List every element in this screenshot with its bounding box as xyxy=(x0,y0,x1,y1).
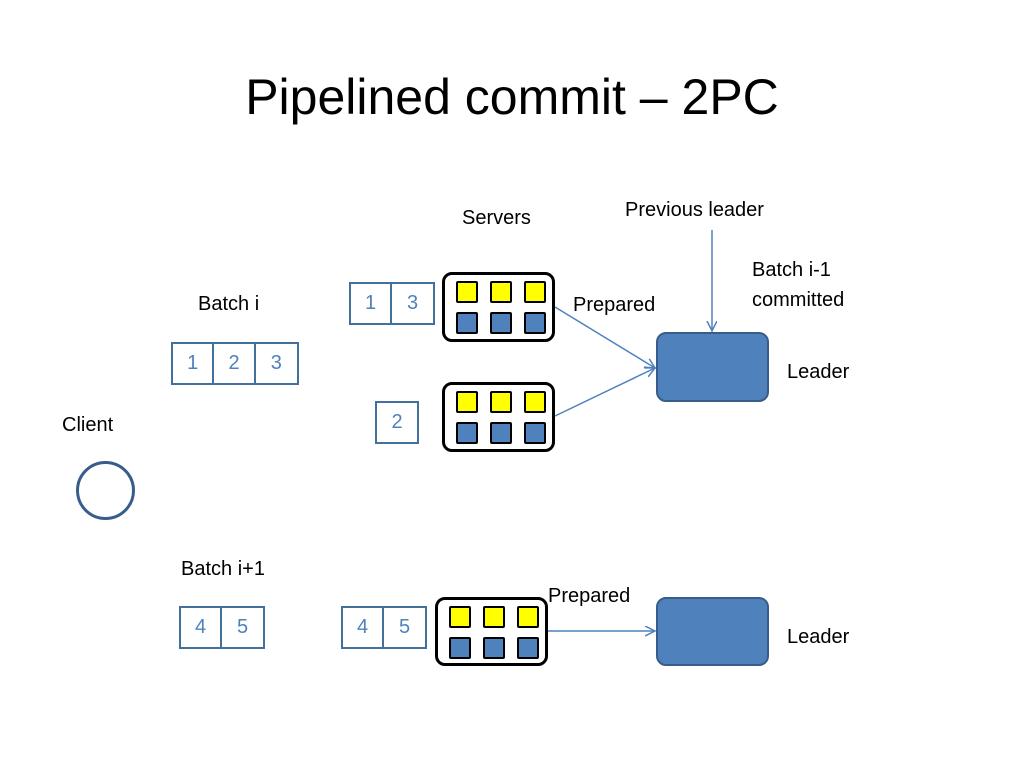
leader-label-top: Leader xyxy=(787,361,850,383)
stored-entry xyxy=(483,637,505,659)
servers-label: Servers xyxy=(462,207,531,229)
prepared-entry xyxy=(456,281,478,303)
prepared-label-top: Prepared xyxy=(573,294,656,316)
stored-entry xyxy=(490,312,512,334)
previous-leader-label: Previous leader xyxy=(625,199,764,221)
stored-entry xyxy=(449,637,471,659)
server-2 xyxy=(442,382,555,452)
batch-entry: 2 xyxy=(214,344,256,383)
server-3-incoming-batch: 4 5 xyxy=(341,606,427,649)
server-2-incoming-batch: 2 xyxy=(375,401,419,444)
stored-entry xyxy=(524,312,546,334)
stored-entry xyxy=(524,422,546,444)
stored-entry xyxy=(456,422,478,444)
prepared-label-bottom: Prepared xyxy=(548,585,631,607)
stored-entry xyxy=(490,422,512,444)
server-2-to-leader-arrow xyxy=(554,368,655,417)
batch-committed-label-line2: committed xyxy=(752,289,845,311)
server-1 xyxy=(442,272,555,342)
prepared-entry xyxy=(524,391,546,413)
stored-entry xyxy=(456,312,478,334)
batch-entry: 4 xyxy=(181,608,223,647)
prepared-entry xyxy=(449,606,471,628)
batch-entry: 5 xyxy=(236,616,249,638)
batch-i-plus-1-label: Batch i+1 xyxy=(181,558,265,580)
batch-i-label: Batch i xyxy=(198,293,260,315)
batch-committed-label-line1: Batch i-1 xyxy=(752,259,831,281)
batch-entry: 3 xyxy=(406,292,419,314)
leader-label-bottom: Leader xyxy=(787,626,850,648)
slide-title: Pipelined commit – 2PC xyxy=(245,69,779,125)
prepared-entry xyxy=(490,391,512,413)
leader-node-bottom xyxy=(656,597,769,666)
prepared-entry xyxy=(490,281,512,303)
batch-entry: 5 xyxy=(398,616,411,638)
batch-entry: 2 xyxy=(391,411,403,433)
batch-entry: 1 xyxy=(351,284,393,323)
prepared-entry xyxy=(517,606,539,628)
server-3 xyxy=(435,597,548,666)
batch-entry: 4 xyxy=(343,608,385,647)
prepared-entry xyxy=(483,606,505,628)
batch-entry: 3 xyxy=(270,352,282,374)
batch-i-plus-1-box: 4 5 xyxy=(179,606,265,649)
server-1-incoming-batch: 1 3 xyxy=(349,282,435,325)
stored-entry xyxy=(517,637,539,659)
client-label: Client xyxy=(62,414,114,436)
prepared-entry xyxy=(524,281,546,303)
client-node xyxy=(76,461,135,520)
prepared-entry xyxy=(456,391,478,413)
leader-node-top xyxy=(656,332,769,402)
batch-i-box: 1 2 3 xyxy=(171,342,299,385)
batch-entry: 1 xyxy=(173,344,215,383)
server-1-to-leader-arrow xyxy=(554,306,655,368)
